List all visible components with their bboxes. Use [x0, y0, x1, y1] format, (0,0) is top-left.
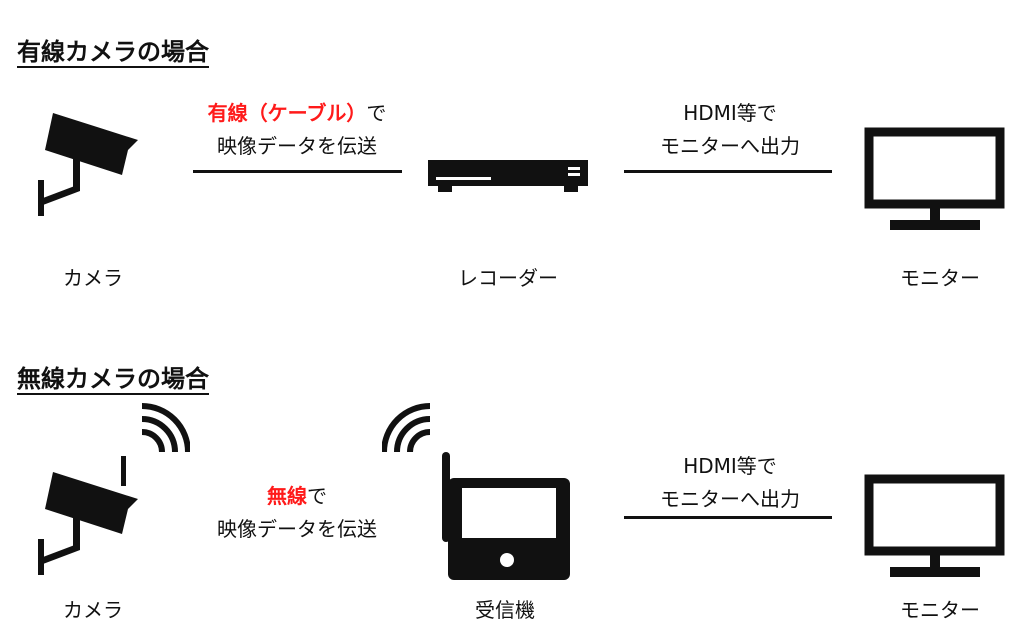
receiver-icon: [442, 452, 570, 580]
cable-connector-line: [193, 170, 402, 173]
camera-icon: [38, 113, 138, 216]
wireless-monitor-label: モニター: [900, 598, 980, 622]
recorder-icon: [428, 160, 588, 192]
monitor-icon: [864, 127, 1005, 230]
wireless-camera-icon: [38, 456, 138, 575]
wireless-transfer-line2: 映像データを伝送: [217, 517, 377, 541]
monitor-icon: [864, 474, 1005, 577]
wired-transfer-line1: 有線（ケーブル）で: [207, 101, 387, 125]
wifi-signal-icon: [382, 403, 431, 453]
wireless-camera-label: カメラ: [63, 598, 123, 622]
wired-transfer-line2: 映像データを伝送: [217, 134, 377, 158]
wireless-section-title: 無線カメラの場合: [17, 365, 209, 395]
wireless-hdmi-line1: HDMI等で: [683, 454, 777, 478]
wireless-hdmi-line2: モニターへ出力: [660, 487, 800, 511]
wireless-transfer-line1: 無線で: [267, 484, 327, 508]
wifi-signal-icon: [141, 403, 190, 453]
hdmi-connector-line: [624, 516, 832, 519]
receiver-label: 受信機: [475, 598, 535, 622]
recorder-label: レコーダー: [458, 266, 558, 290]
wired-hdmi-line1: HDMI等で: [683, 101, 777, 125]
wired-section-title: 有線カメラの場合: [17, 38, 209, 68]
wired-hdmi-line2: モニターへ出力: [660, 134, 800, 158]
hdmi-connector-line: [624, 170, 832, 173]
camera-label: カメラ: [63, 266, 123, 290]
monitor-label: モニター: [900, 266, 980, 290]
